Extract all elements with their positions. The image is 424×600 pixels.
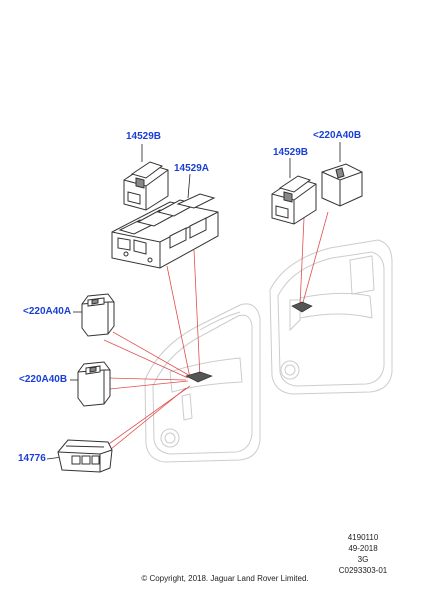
switch-14529B-top-right <box>271 175 317 225</box>
callout-14529B-top-right[interactable]: 14529B <box>273 147 309 158</box>
callout-14529B-top-left[interactable]: 14529B <box>126 131 162 142</box>
callout-14529A[interactable]: 14529A <box>174 163 210 174</box>
reference-number: 4190110 <box>347 533 379 542</box>
module-220A40A-mid-left <box>81 293 115 337</box>
callout-leaders <box>46 142 341 460</box>
callout-220A40B-top-right[interactable]: <220A40B <box>313 130 362 141</box>
switch-14529B-top-left <box>123 161 169 211</box>
copyright-text: © Copyright, 2018. Jaguar Land Rover Lim… <box>141 574 309 583</box>
module-220A40B-lower-left <box>77 361 111 407</box>
module-220A40B-top-right <box>321 163 363 207</box>
callout-220A40B-lower-left[interactable]: <220A40B <box>19 374 68 385</box>
reference-date: 49-2018 <box>348 544 378 553</box>
front-door-outline <box>144 303 261 463</box>
door-switch-rear <box>291 301 313 313</box>
rear-door-outline <box>269 239 393 395</box>
reference-id: C0293303-01 <box>338 566 388 575</box>
callout-14776[interactable]: 14776 <box>18 453 46 464</box>
reference-code: 3G <box>357 555 369 564</box>
callout-220A40A[interactable]: <220A40A <box>23 306 72 317</box>
leader-lines <box>99 211 329 459</box>
switch-pack-14529A <box>111 193 219 269</box>
door-switch-front <box>185 371 213 383</box>
switch-pack-14776 <box>57 439 113 473</box>
